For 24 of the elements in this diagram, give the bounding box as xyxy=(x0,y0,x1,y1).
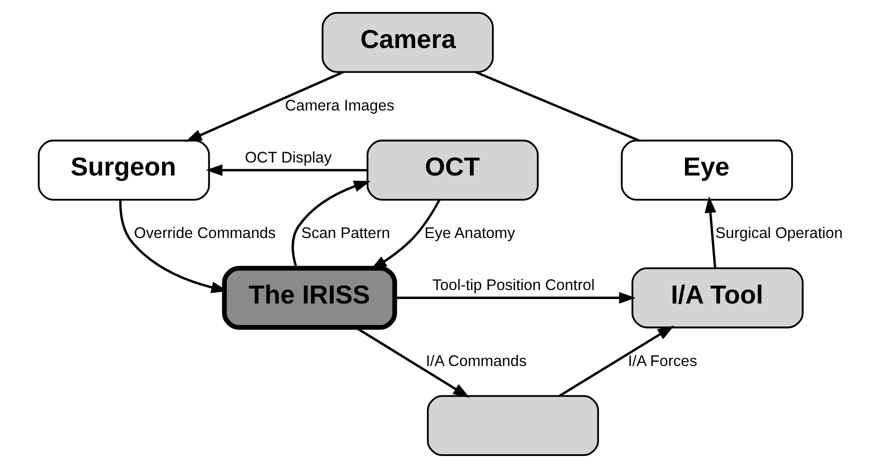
arrow xyxy=(119,200,228,294)
edge-label: Override Commands xyxy=(134,225,276,242)
node-box: Surgeon xyxy=(38,140,210,201)
edge-label: Surgical Operation xyxy=(715,225,843,242)
arrow xyxy=(185,70,344,142)
node-box xyxy=(426,395,599,456)
arrow xyxy=(395,292,636,304)
node-box: The IRISS xyxy=(222,266,398,330)
arrow xyxy=(206,164,367,176)
edge-label: Camera Images xyxy=(285,97,394,114)
edge-label: I/A Forces xyxy=(628,352,698,370)
arrow xyxy=(292,180,371,269)
node-box: Camera xyxy=(322,12,494,73)
edge-label: Scan Pattern xyxy=(301,225,390,242)
edge-label: Eye Anatomy xyxy=(424,225,516,242)
arrow xyxy=(558,326,674,397)
node-box: I/A Tool xyxy=(632,267,804,328)
edge-label: OCT Display xyxy=(244,149,332,166)
node-box: Eye xyxy=(620,140,793,201)
edge-label: I/A Commands xyxy=(426,352,527,370)
arrow xyxy=(704,196,716,268)
edge-label: Tool-tip Position Control xyxy=(432,277,595,294)
node-box: OCT xyxy=(366,140,539,201)
connector xyxy=(475,70,640,142)
